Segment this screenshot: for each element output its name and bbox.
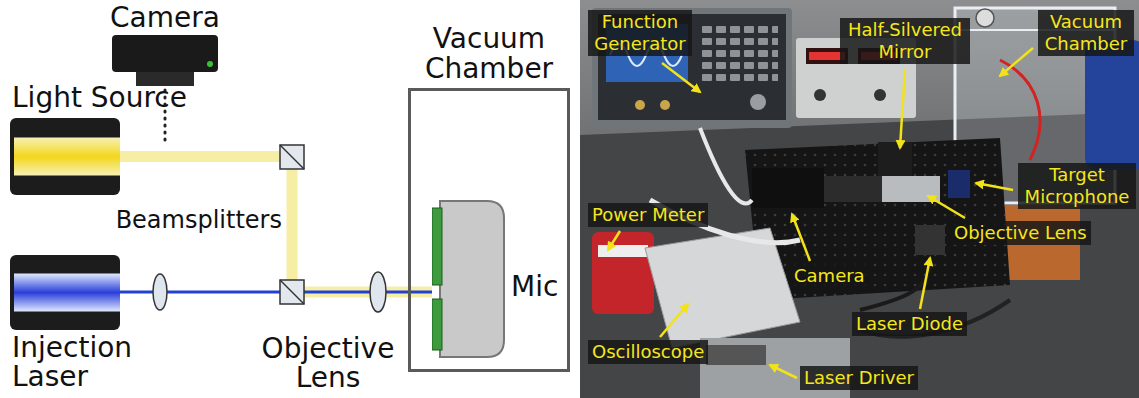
- label-text: Oscilloscope: [592, 341, 704, 363]
- mirror-mount: [878, 142, 912, 178]
- photo-label: Target Microphone: [1018, 163, 1136, 209]
- label-text: Target Microphone: [1022, 164, 1132, 208]
- photo-label: Oscilloscope: [588, 340, 708, 364]
- camera-icon: [112, 35, 218, 72]
- leader-line: [608, 231, 620, 250]
- beamsplitter-cube: [280, 145, 304, 169]
- target-microphone: [948, 170, 970, 198]
- part-label: Beamsplitters: [100, 208, 282, 233]
- beamsplitter-cube: [280, 280, 304, 304]
- vacuum-chamber-box: Vacuum ChamberMic: [408, 88, 570, 372]
- bnc-port: [660, 100, 670, 110]
- leader-line: [976, 183, 1013, 190]
- diode-cable: [860, 255, 930, 310]
- injection-laser: Injection Laser: [10, 255, 120, 330]
- photo-label: Laser Driver: [800, 366, 918, 390]
- power-meter: [592, 232, 654, 314]
- beamsplitter-face: [280, 280, 304, 304]
- photo-label: Camera: [790, 264, 869, 288]
- beamsplitter-face: [280, 145, 304, 169]
- photo-label: Power Meter: [588, 203, 708, 227]
- leader-line: [900, 69, 905, 148]
- oscilloscope: [645, 228, 800, 348]
- node-heading: Vacuum Chamber: [408, 24, 570, 83]
- node-heading: Camera: [110, 3, 220, 32]
- microphone: Mic: [432, 200, 505, 358]
- cable: [700, 128, 752, 203]
- knob: [814, 89, 826, 101]
- leader-line: [662, 63, 700, 92]
- lens: [153, 274, 167, 310]
- knob: [874, 89, 886, 101]
- light-source: Light Source: [10, 118, 120, 195]
- leader-line: [770, 365, 797, 378]
- mic-body: [440, 201, 504, 357]
- camera: [752, 168, 824, 208]
- label-text: Vacuum Chamber: [1042, 11, 1130, 55]
- photo-label: Laser Diode: [852, 312, 967, 336]
- emission-band: [14, 274, 120, 312]
- pressure-gauge: [976, 9, 994, 27]
- label-text: Laser Diode: [856, 313, 963, 335]
- camera-body: [112, 35, 218, 72]
- knob: [750, 94, 766, 110]
- driver-front: [706, 345, 766, 365]
- photo-background: [580, 0, 1139, 398]
- leader-line: [660, 304, 688, 337]
- lab-photo: [580, 0, 1139, 398]
- label-text: Objective Lens: [954, 222, 1087, 244]
- camera-icon: Camera: [112, 35, 218, 72]
- part-label: Objective Lens: [248, 334, 408, 393]
- mic-plate: [432, 299, 442, 350]
- mic-icon: [432, 200, 505, 358]
- camera-tube: [824, 176, 882, 202]
- photo-label: Function Generator: [588, 10, 692, 56]
- label-text: Power Meter: [592, 204, 704, 226]
- emission-band: [14, 138, 120, 176]
- device-body: [10, 255, 120, 330]
- node-heading: Mic: [511, 272, 558, 301]
- photo-label: Objective Lens: [950, 221, 1091, 245]
- mic-plate: [432, 208, 442, 285]
- generator-keys: [700, 24, 778, 82]
- red-wire: [1000, 60, 1040, 160]
- function-generator: [592, 8, 792, 128]
- bnc-port: [635, 100, 645, 110]
- objective-lens: [370, 272, 386, 312]
- leader-line: [920, 258, 930, 309]
- leader-line: [792, 214, 810, 261]
- meter-stripe: [598, 245, 648, 257]
- leader-line: [1000, 48, 1033, 76]
- device-body: [10, 118, 120, 195]
- vacuum-pump: [1085, 40, 1139, 170]
- light-icon: [10, 118, 120, 195]
- laser-diode: [915, 225, 945, 255]
- laser-icon: [10, 255, 120, 330]
- node-heading: Light Source: [12, 83, 187, 112]
- leader-line: [928, 196, 965, 218]
- label-text: Laser Driver: [804, 367, 914, 389]
- photo-label: Vacuum Chamber: [1038, 10, 1134, 56]
- label-text: Function Generator: [592, 11, 688, 55]
- photo-label: Half-Silvered Mirror: [840, 18, 970, 64]
- node-heading: Injection Laser: [12, 333, 172, 392]
- status-led: [207, 61, 213, 67]
- label-text: Camera: [794, 265, 865, 287]
- label-text: Half-Silvered Mirror: [844, 19, 966, 63]
